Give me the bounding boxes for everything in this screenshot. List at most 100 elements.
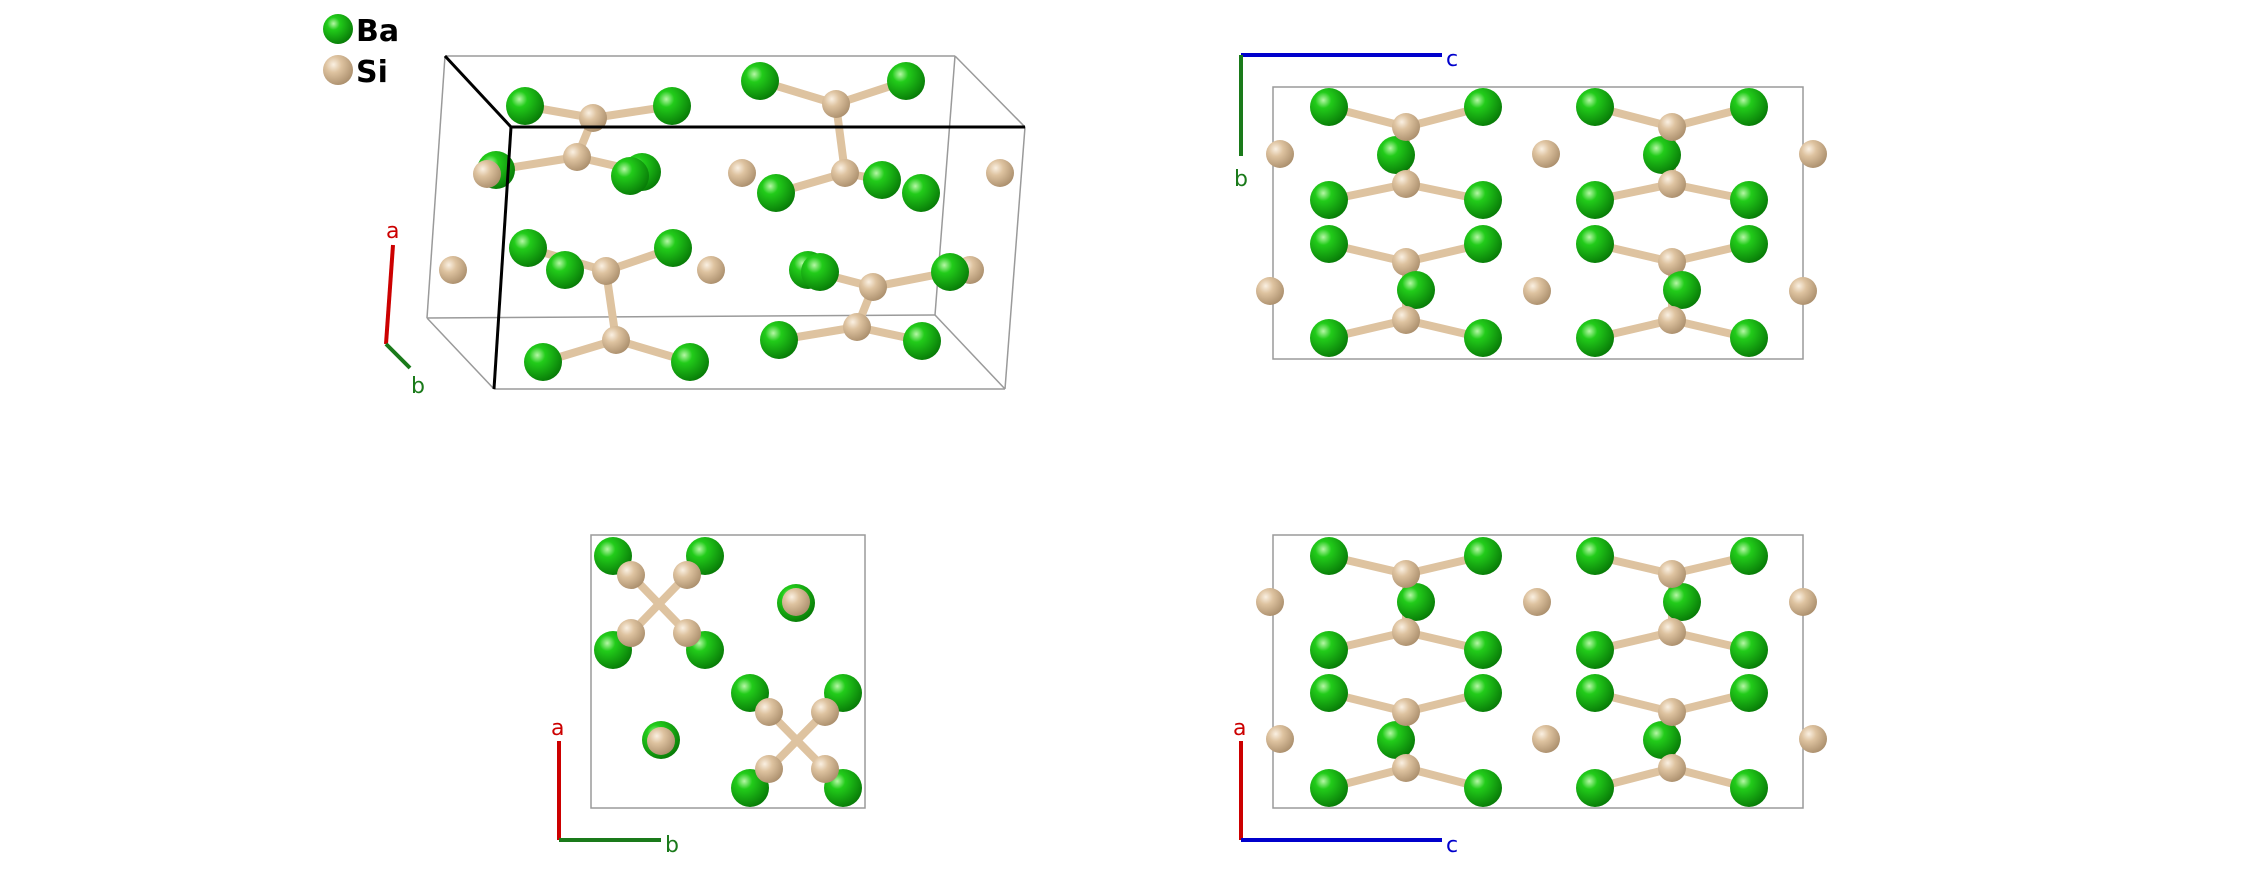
ba-atom: [1576, 537, 1614, 575]
axis-label-b: b: [411, 374, 425, 399]
si-atom: [1658, 698, 1686, 726]
ba-atom: [757, 174, 795, 212]
ba-atom: [1730, 88, 1768, 126]
si-atom: [1532, 725, 1560, 753]
si-atom: [1392, 560, 1420, 588]
bond-group: [492, 77, 954, 366]
ba-atom: [1464, 225, 1502, 263]
ba-atom: [1464, 769, 1502, 807]
si-atom: [1392, 248, 1420, 276]
si-atom: [1658, 754, 1686, 782]
ba-atom: [1397, 271, 1435, 309]
si-atom: [1256, 588, 1284, 616]
axis-label-c: c: [1446, 833, 1458, 858]
si-atom: [1658, 113, 1686, 141]
axes-indicator: a b: [551, 716, 679, 858]
perspective-view: a b: [384, 54, 1026, 399]
atom-group-front: [439, 229, 984, 381]
atom-group: [1256, 537, 1827, 807]
si-legend-swatch: [323, 55, 353, 85]
si-atom: [1799, 140, 1827, 168]
si-atom: [473, 160, 501, 188]
ba-atom: [1310, 319, 1348, 357]
ba-atom: [1310, 631, 1348, 669]
si-atom: [1789, 277, 1817, 305]
ba-atom: [611, 157, 649, 195]
ba-atom: [524, 343, 562, 381]
view-along-b: a c: [1233, 534, 1827, 858]
si-atom: [755, 755, 783, 783]
ba-atom: [1464, 537, 1502, 575]
si-atom: [1658, 560, 1686, 588]
axes-indicator: a c: [1233, 716, 1458, 858]
legend-item-ba: Ba: [323, 14, 399, 49]
cell-edge: [934, 314, 1006, 390]
axis-label-a: a: [551, 716, 564, 741]
si-atom: [1658, 306, 1686, 334]
ba-atom: [1310, 225, 1348, 263]
si-atom: [1523, 588, 1551, 616]
atom-group: [594, 537, 862, 807]
unit-cell-box: [426, 55, 1026, 390]
si-atom: [1392, 618, 1420, 646]
si-atom: [673, 619, 701, 647]
ba-atom: [741, 62, 779, 100]
si-atom: [1266, 140, 1294, 168]
ba-atom: [1576, 225, 1614, 263]
si-atom: [811, 698, 839, 726]
si-atom: [1392, 306, 1420, 334]
ba-atom: [887, 62, 925, 100]
si-atom: [1658, 248, 1686, 276]
si-atom: [1658, 618, 1686, 646]
ba-atom: [1464, 674, 1502, 712]
ba-atom: [1730, 181, 1768, 219]
si-atom: [439, 256, 467, 284]
cell-edge: [426, 55, 446, 319]
axis-label-b: b: [1234, 167, 1248, 192]
ba-atom: [1464, 631, 1502, 669]
axis-b: [384, 342, 412, 370]
ba-atom: [1576, 181, 1614, 219]
atom-group: [1256, 88, 1827, 357]
atom-group-back: [473, 62, 1014, 212]
si-atom: [782, 588, 810, 616]
si-atom: [831, 159, 859, 187]
ba-atom: [1397, 583, 1435, 621]
unit-cell-front-edges: [443, 54, 1025, 390]
ba-atom: [931, 253, 969, 291]
ba-atom: [903, 322, 941, 360]
axis-a: [384, 244, 395, 345]
cell-edge: [1004, 126, 1026, 390]
ba-atom: [1576, 88, 1614, 126]
axis-label-a: a: [1233, 716, 1246, 741]
axis-label-c: c: [1446, 47, 1458, 72]
legend-label-si: Si: [356, 55, 388, 90]
si-atom: [1256, 277, 1284, 305]
view-along-c: a b: [551, 534, 866, 858]
si-atom: [755, 698, 783, 726]
legend: Ba Si: [323, 14, 399, 90]
si-atom: [1392, 170, 1420, 198]
si-atom: [617, 619, 645, 647]
ba-atom: [1730, 537, 1768, 575]
si-atom: [843, 313, 871, 341]
si-atom: [617, 561, 645, 589]
ba-atom: [1576, 631, 1614, 669]
si-atom: [1789, 588, 1817, 616]
ba-atom: [1377, 721, 1415, 759]
axis-label-b: b: [665, 833, 679, 858]
unit-cell-box: [1272, 86, 1804, 360]
si-atom: [563, 143, 591, 171]
view-along-a: c b: [1234, 47, 1827, 360]
ba-atom: [1730, 674, 1768, 712]
ba-legend-swatch: [323, 14, 353, 44]
axes-indicator: a b: [384, 219, 425, 399]
si-atom: [592, 257, 620, 285]
ba-atom: [1663, 271, 1701, 309]
ba-atom: [1464, 88, 1502, 126]
axis-label-a: a: [386, 219, 399, 244]
ba-atom: [1663, 583, 1701, 621]
ba-atom: [1730, 319, 1768, 357]
ba-atom: [1464, 319, 1502, 357]
